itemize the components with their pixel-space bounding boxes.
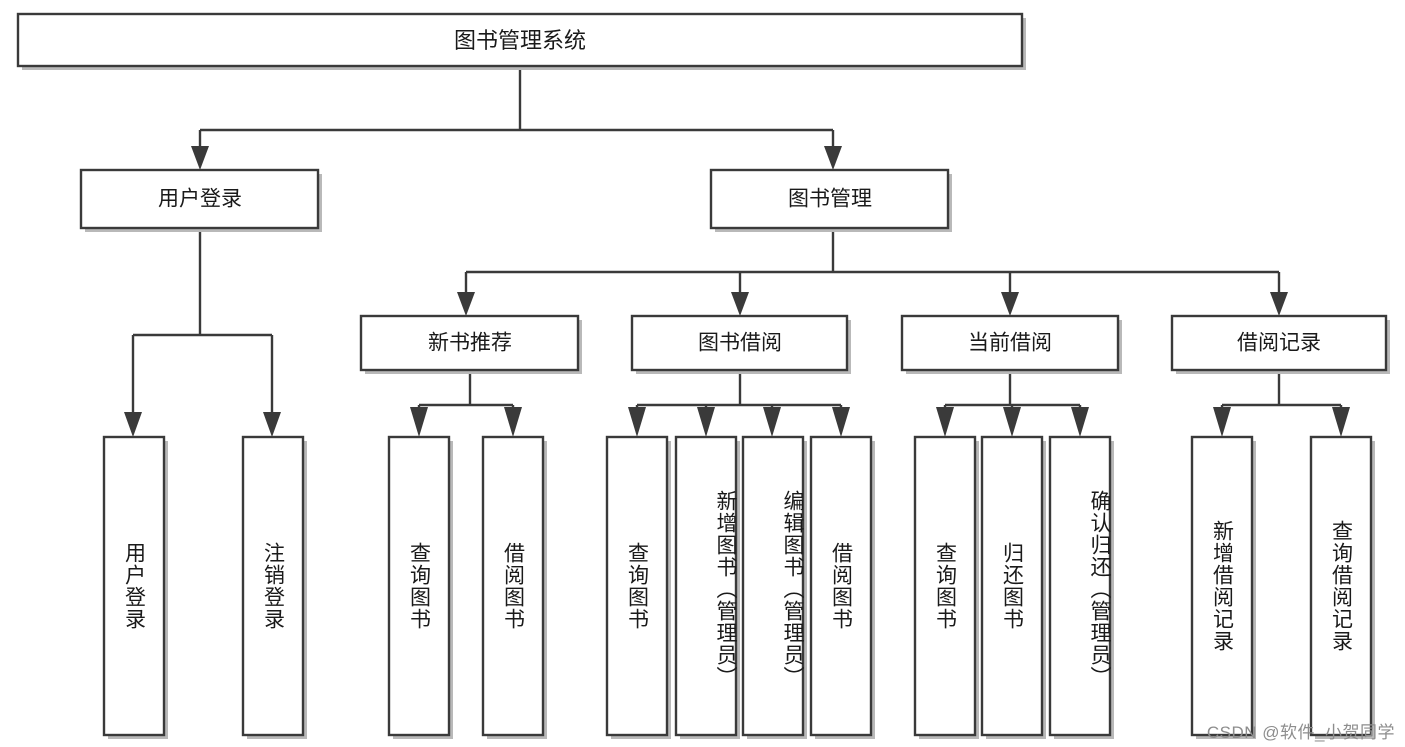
node-borrow-record-box[interactable] <box>1170 314 1388 372</box>
node-user-login-label: 用户登录 <box>158 188 242 211</box>
arrow-bm-to-newbook <box>457 292 475 316</box>
node-leaf-query-book-b-box[interactable] <box>605 435 669 737</box>
node-leaf-add-record-box[interactable] <box>1190 435 1254 737</box>
arrow-borrow-leaf4 <box>832 407 850 437</box>
node-leaf-query-book-c-box[interactable] <box>913 435 977 737</box>
arrow-bm-to-borrow <box>731 292 749 316</box>
nodes-layer: 图书管理系统 用户登录 图书管理 新书推荐 图书借阅 当前借阅 借阅记录 <box>16 12 1390 739</box>
arrow-bm-to-current <box>1001 292 1019 316</box>
node-new-book-rec-label: 新书推荐 <box>428 332 512 355</box>
node-leaf-edit-book-admin-box[interactable] <box>741 435 805 737</box>
node-new-book-rec-box[interactable] <box>359 314 580 372</box>
node-leaf-borrow-book-a-box[interactable] <box>481 435 545 737</box>
arrow-borrow-leaf1 <box>628 407 646 437</box>
node-leaf-confirm-return-admin-box[interactable] <box>1048 435 1112 737</box>
node-book-manage-label: 图书管理 <box>788 188 872 211</box>
connectors-layer <box>124 66 1350 437</box>
node-book-borrow-box[interactable] <box>630 314 849 372</box>
arrow-borrow-leaf2 <box>697 407 715 437</box>
node-root-box[interactable] <box>16 12 1024 68</box>
arrow-current-leaf2 <box>1003 407 1021 437</box>
arrow-userlogin-leaf1 <box>124 412 142 437</box>
arrow-current-leaf3 <box>1071 407 1089 437</box>
node-leaf-logout-box[interactable] <box>241 435 305 737</box>
node-root-label: 图书管理系统 <box>454 28 586 53</box>
arrow-bm-to-record <box>1270 292 1288 316</box>
node-current-borrow-label: 当前借阅 <box>968 332 1052 355</box>
node-leaf-borrow-book-b-box[interactable] <box>809 435 873 737</box>
arrow-borrow-leaf3 <box>763 407 781 437</box>
arrow-record-leaf1 <box>1213 407 1231 437</box>
node-leaf-query-book-a-box[interactable] <box>387 435 451 737</box>
node-book-manage-box[interactable] <box>709 168 950 230</box>
node-leaf-return-book-box[interactable] <box>980 435 1044 737</box>
node-user-login-box[interactable] <box>79 168 320 230</box>
arrow-newbook-leaf1 <box>410 407 428 437</box>
arrow-newbook-leaf2 <box>504 407 522 437</box>
node-leaf-query-record-box[interactable] <box>1309 435 1373 737</box>
node-book-borrow-label: 图书借阅 <box>698 332 782 355</box>
arrow-root-to-book <box>824 146 842 170</box>
node-current-borrow-box[interactable] <box>900 314 1120 372</box>
arrow-record-leaf2 <box>1332 407 1350 437</box>
node-borrow-record-label: 借阅记录 <box>1237 332 1321 355</box>
node-leaf-user-login-box[interactable] <box>102 435 166 737</box>
arrow-userlogin-leaf2 <box>263 412 281 437</box>
arrow-root-to-user <box>191 146 209 170</box>
csdn-watermark: CSDN @软件_小贺同学 <box>1206 723 1395 742</box>
node-leaf-add-book-admin-box[interactable] <box>674 435 738 737</box>
arrow-current-leaf1 <box>936 407 954 437</box>
